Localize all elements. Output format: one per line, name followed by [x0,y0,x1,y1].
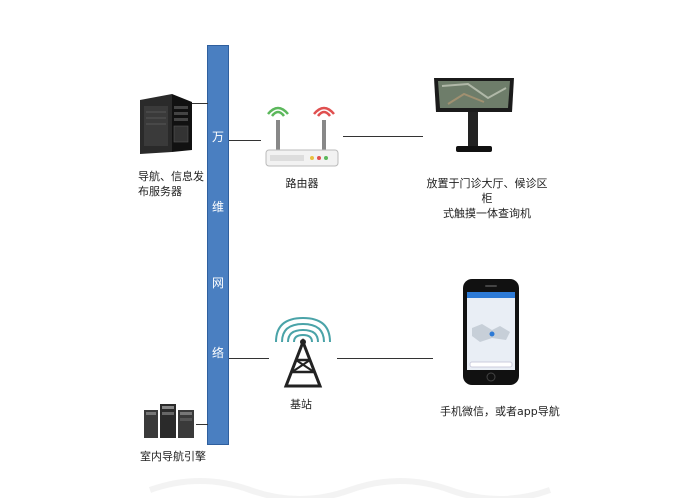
router-kiosk-connector [343,136,423,137]
kiosk-icon [434,78,514,152]
kiosk-label: 放置于门诊大厅、候诊区柜 式触摸一体查询机 [422,176,552,221]
server-label: 导航、信息发 布服务器 [138,169,208,199]
router-label: 路由器 [285,177,319,190]
base-station-connector [229,358,269,359]
network-char-2: 维 [211,200,224,214]
router-icon [265,106,339,167]
kiosk-label-line-1: 放置于门诊大厅、候诊区柜 [426,177,548,205]
base-station-phone-connector [337,358,433,359]
phone-label: 手机微信，或者app导航 [440,405,560,418]
base-station-label: 基站 [290,398,312,411]
base-station-icon [275,316,331,388]
network-bar: 万 维 网 络 [207,45,229,445]
engine-connector [196,424,208,425]
router-connector [229,140,261,141]
network-char-3: 网 [211,276,224,290]
engine-icon [144,404,194,438]
server-connector [192,103,208,104]
server-icon [140,94,192,154]
engine-label: 室内导航引擎 [140,450,206,463]
network-char-4: 络 [211,346,224,360]
kiosk-label-line-2: 式触摸一体查询机 [443,207,531,220]
server-label-line-1: 导航、信息发 [138,170,204,183]
network-char-1: 万 [211,130,224,144]
watermark-graphic [148,478,552,498]
server-label-line-2: 布服务器 [138,185,182,198]
phone-icon [463,279,519,385]
